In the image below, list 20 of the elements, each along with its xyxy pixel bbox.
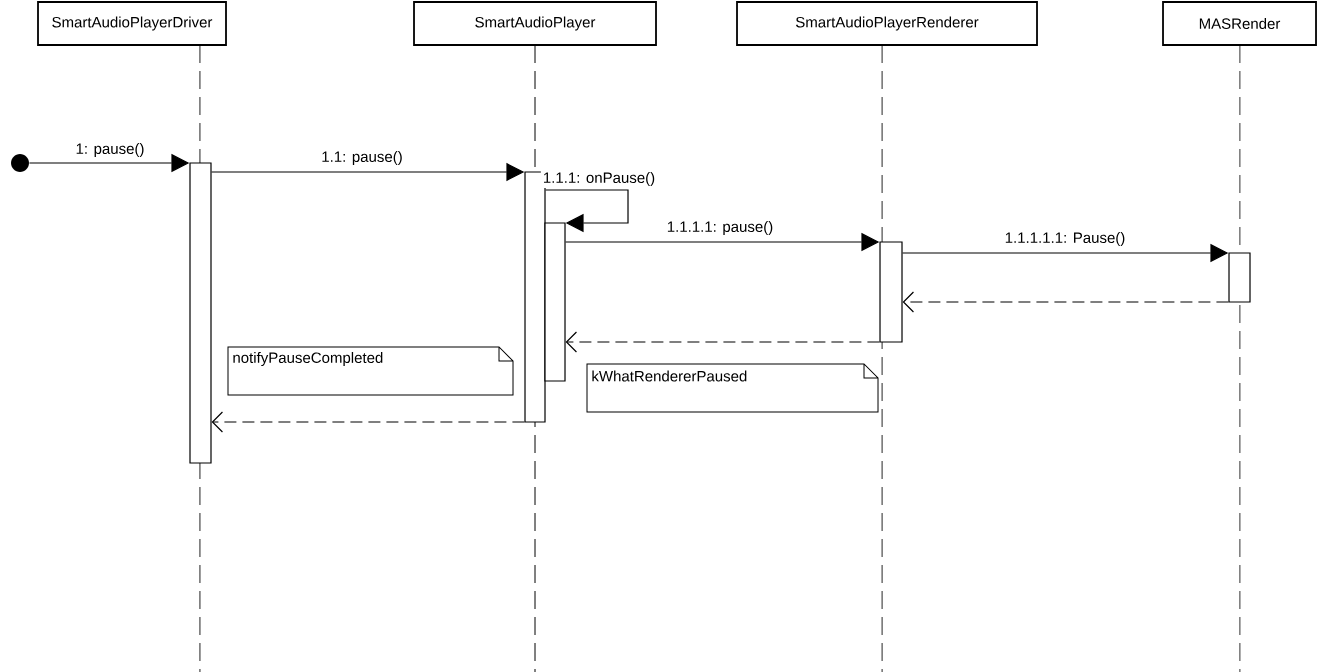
activation-bar	[879, 241, 903, 343]
participant-box: SmartAudioPlayerRenderer	[736, 1, 1038, 46]
participant-box: MASRender	[1162, 1, 1317, 46]
message-arrow	[902, 291, 1229, 313]
message-label: 1.1.1: onPause()	[540, 170, 658, 188]
message-label: 1: pause()	[73, 141, 147, 159]
participant-box: SmartAudioPlayerDriver	[37, 1, 227, 46]
start-dot	[11, 154, 29, 172]
participant-box: SmartAudioPlayer	[413, 1, 657, 46]
message-label: 1.1: pause()	[319, 149, 405, 167]
note: notifyPauseCompleted	[227, 346, 514, 396]
message-label: 1.1.1.1: pause()	[664, 219, 776, 237]
message-label: 1.1.1.1.1: Pause()	[1002, 230, 1128, 248]
activation-bar	[1228, 252, 1251, 303]
activation-bar	[544, 222, 566, 382]
activation-bar	[189, 162, 212, 464]
note: kWhatRendererPaused	[586, 363, 879, 413]
message-arrow	[565, 331, 880, 353]
message-arrow	[545, 189, 629, 233]
message-arrow	[211, 411, 525, 433]
